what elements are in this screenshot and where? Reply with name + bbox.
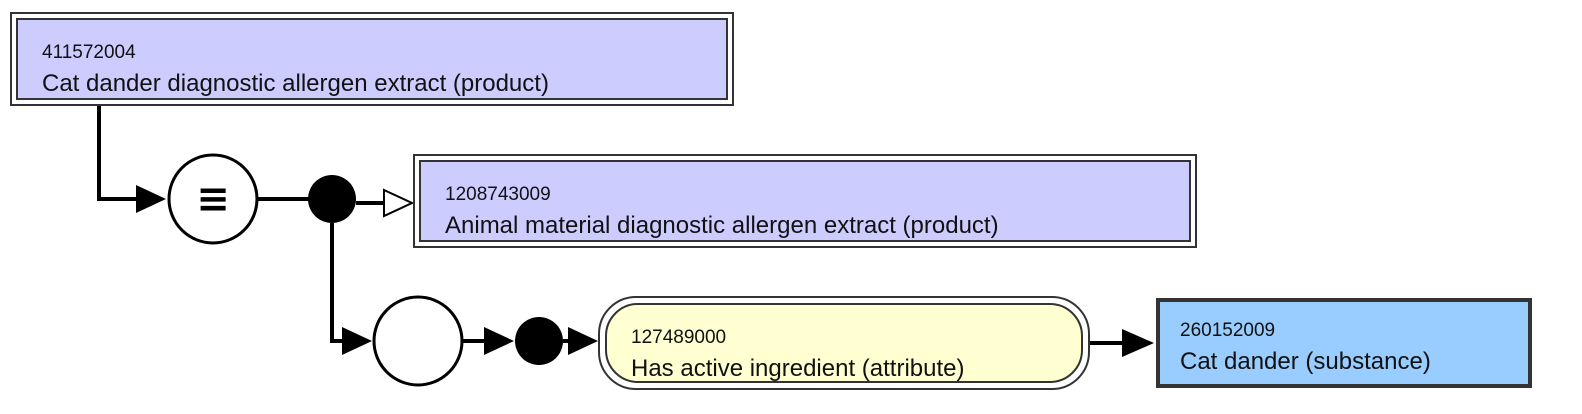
group-to-conjunction-connector	[462, 327, 514, 355]
parent-concept-inner: 1208743009 Animal material diagnostic al…	[419, 160, 1191, 242]
conjunction-to-attribute-connector	[563, 327, 598, 355]
attribute-inner: 127489000 Has active ingredient (attribu…	[605, 303, 1083, 383]
focus-concept-box[interactable]: 411572004 Cat dander diagnostic allergen…	[10, 12, 734, 106]
group-conjunction-dot	[515, 317, 563, 365]
focus-concept-code: 411572004	[42, 42, 136, 63]
isa-arrow	[356, 188, 415, 218]
value-concept-box[interactable]: 260152009 Cat dander (substance)	[1156, 298, 1532, 388]
attribute-group-circle	[372, 295, 464, 387]
value-concept-code: 260152009	[1180, 320, 1276, 341]
attribute-box[interactable]: 127489000 Has active ingredient (attribu…	[598, 296, 1090, 390]
attribute-term: Has active ingredient (attribute)	[631, 355, 965, 382]
parent-concept-box[interactable]: 1208743009 Animal material diagnostic al…	[413, 154, 1197, 248]
definition-status-symbol: ≡	[196, 176, 230, 222]
attribute-code: 127489000	[631, 327, 727, 348]
parent-concept-code: 1208743009	[445, 184, 551, 205]
focus-concept-inner: 411572004 Cat dander diagnostic allergen…	[16, 18, 728, 100]
focus-concept-term: Cat dander diagnostic allergen extract (…	[42, 70, 549, 97]
conjunction-to-group-connector	[330, 223, 372, 355]
parent-concept-term: Animal material diagnostic allergen extr…	[445, 212, 999, 239]
value-concept-term: Cat dander (substance)	[1180, 348, 1431, 375]
conjunction-dot	[308, 175, 356, 223]
focus-to-definition-connector	[97, 106, 166, 213]
attribute-to-value-connector	[1088, 329, 1154, 357]
